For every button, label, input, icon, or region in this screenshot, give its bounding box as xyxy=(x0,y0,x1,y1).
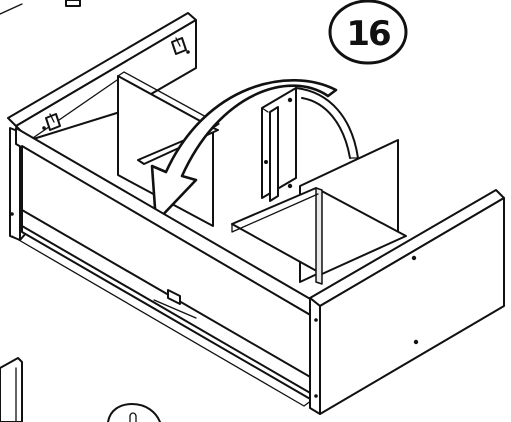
step-number: 16 xyxy=(346,14,390,54)
screw-hole-icon xyxy=(314,318,318,322)
screw-hole-icon xyxy=(287,183,293,189)
screw-hole-icon xyxy=(413,339,419,345)
right-side-panel xyxy=(309,189,505,415)
screw-hole-icon xyxy=(287,97,293,103)
front-panel xyxy=(11,127,313,407)
screw-hole-icon xyxy=(186,50,190,54)
screw-hole-icon xyxy=(314,394,318,398)
cam-lock-icon xyxy=(171,37,187,55)
cam-lock-icon xyxy=(45,113,61,131)
dowel-icon xyxy=(107,403,161,422)
step-badge: 16 xyxy=(328,0,408,65)
curved-rotation-arrow-icon xyxy=(150,79,338,224)
screw-hole-icon xyxy=(42,126,46,130)
back-panel xyxy=(7,12,197,141)
cam-lock-icon xyxy=(167,289,181,305)
partial-part-top-left xyxy=(0,0,81,15)
screw-hole-icon xyxy=(264,160,268,164)
partial-part-bottom-left xyxy=(0,357,23,422)
rotating-divider xyxy=(261,87,297,202)
rotation-swing-guide xyxy=(295,87,359,159)
screw-hole-icon xyxy=(411,255,417,261)
screw-hole-icon xyxy=(10,212,14,216)
right-compartment xyxy=(231,139,407,285)
